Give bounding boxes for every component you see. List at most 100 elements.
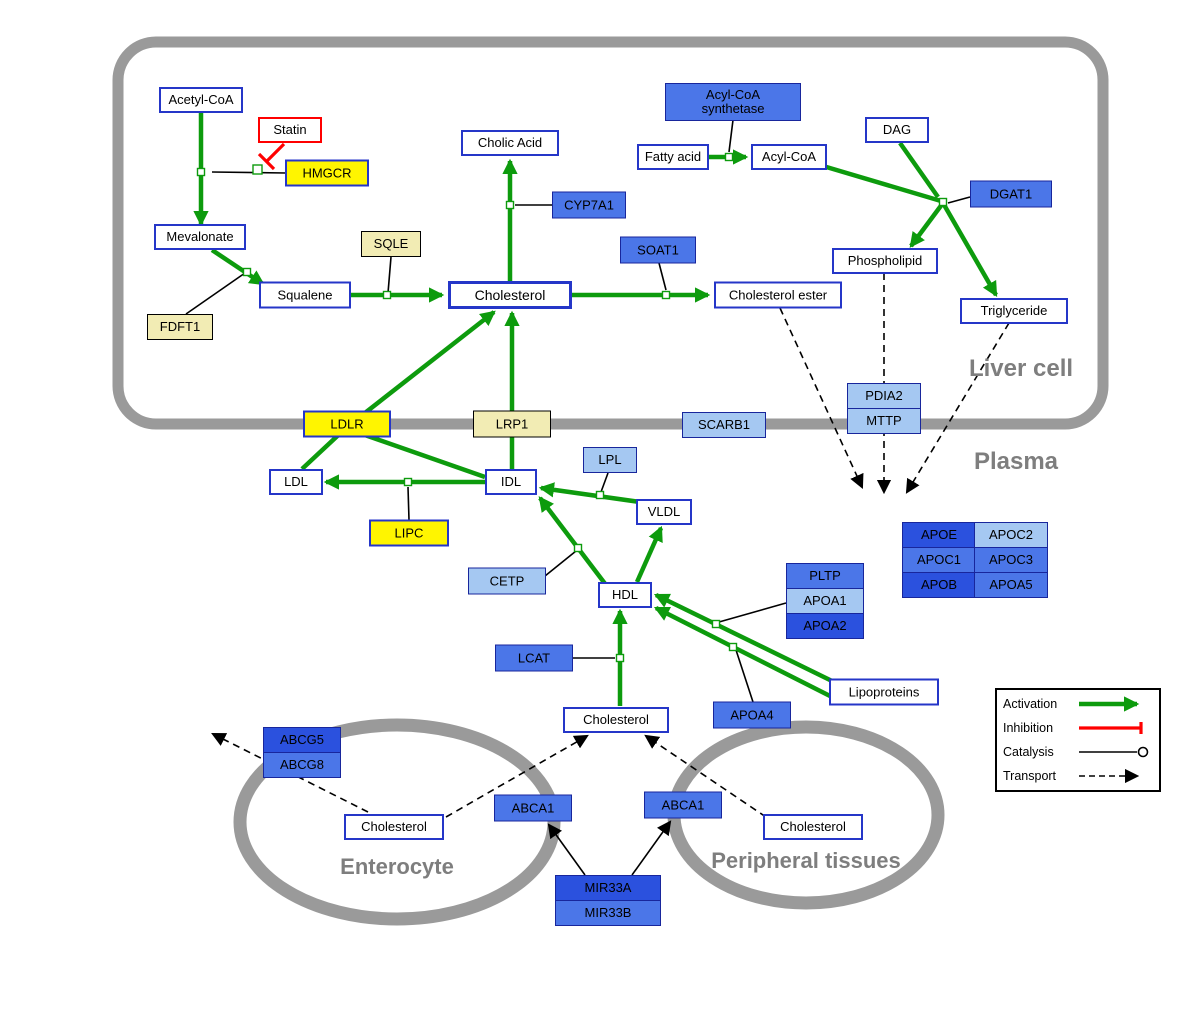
transport-peripheral-plasma [644, 734, 767, 818]
transport-triglyceride-plasma [905, 322, 1010, 494]
node-fdft1[interactable]: FDFT1 [147, 314, 213, 340]
node-mttp[interactable]: MTTP [847, 408, 921, 434]
node-hmgcr[interactable]: HMGCR [285, 159, 369, 187]
legend-inhibition-label: Inhibition [1003, 721, 1054, 735]
node-cholic-acid[interactable]: Cholic Acid [461, 130, 559, 156]
catalysis-sqle [387, 256, 392, 294]
node-mir33a[interactable]: MIR33A [555, 875, 661, 901]
node-apoe[interactable]: APOE [902, 522, 976, 548]
node-lipc[interactable]: LIPC [369, 519, 449, 547]
catalysis-acylcoa-synthetase [728, 119, 734, 153]
edge-lipoproteins-hdl-upper [653, 592, 833, 684]
liver-cell-label: Liver cell [968, 355, 1074, 382]
node-acyl-coa[interactable]: Acyl-CoA [751, 144, 827, 170]
edge-anchors [196, 152, 948, 663]
node-cetp[interactable]: CETP [468, 567, 546, 595]
node-squalene[interactable]: Squalene [259, 281, 351, 309]
inhibition-tbar-icon [1079, 722, 1143, 734]
legend-row-catalysis: Catalysis [997, 740, 1159, 764]
catalysis-circle-icon [1079, 746, 1149, 758]
catalysis-end-marker [252, 164, 263, 175]
node-soat1[interactable]: SOAT1 [620, 236, 696, 264]
node-lpl[interactable]: LPL [583, 447, 637, 473]
catalysis-cetp [544, 550, 577, 577]
node-apob[interactable]: APOB [902, 572, 976, 598]
node-idl[interactable]: IDL [485, 469, 537, 495]
node-dgat1[interactable]: DGAT1 [970, 180, 1052, 208]
node-triglyceride[interactable]: Triglyceride [960, 298, 1068, 324]
peripheral-tissues-label: Peripheral tissues [711, 848, 901, 873]
node-pltp[interactable]: PLTP [786, 563, 864, 589]
node-apoa4[interactable]: APOA4 [713, 701, 791, 729]
transport-ester-plasma [779, 307, 864, 489]
catalysis-apoa1 [718, 602, 787, 623]
edge-junction-triglyceride [941, 201, 998, 297]
edge-hdl-idl [538, 496, 608, 587]
node-phospholipid[interactable]: Phospholipid [832, 248, 938, 274]
inhibition-edges [257, 142, 286, 171]
node-cholesterol-enterocyte[interactable]: Cholesterol [344, 814, 444, 840]
node-mir33b[interactable]: MIR33B [555, 900, 661, 926]
catalysis-lipc [407, 486, 410, 521]
node-statin[interactable]: Statin [258, 117, 322, 143]
transport-enterocyte-plasma [445, 734, 589, 818]
node-acyl-coa-synthetase[interactable]: Acyl-CoA synthetase [665, 83, 801, 121]
catalysis-edges [185, 119, 971, 703]
node-hdl[interactable]: HDL [598, 582, 652, 608]
edge-acylcoa-junction [822, 163, 942, 204]
activation-arrow-icon [1079, 696, 1140, 712]
transport-dashed-arrow-icon [1079, 768, 1140, 784]
node-cholesterol-peripheral[interactable]: Cholesterol [763, 814, 863, 840]
edge-lipoproteins-hdl-lower [653, 605, 834, 700]
edge-junction-phospholipid [909, 201, 945, 248]
regulation-edges [547, 820, 672, 876]
catalysis-fdft1 [185, 272, 246, 315]
edge-dag-junction [898, 141, 940, 199]
edge-hdl-vldl [634, 525, 664, 583]
edge-ldlr-idl [361, 431, 486, 480]
node-acetyl-coa[interactable]: Acetyl-CoA [159, 87, 243, 113]
catalysis-soat1 [658, 262, 667, 291]
edge-mir33-abca1-right [631, 820, 672, 876]
node-apoc1[interactable]: APOC1 [902, 547, 976, 573]
node-abcg5[interactable]: ABCG5 [263, 727, 341, 753]
catalysis-apoa4 [735, 649, 754, 703]
node-sqle[interactable]: SQLE [361, 231, 421, 257]
catalysis-hmgcr [211, 171, 287, 174]
node-vldl[interactable]: VLDL [636, 499, 692, 525]
plasma-label: Plasma [973, 448, 1059, 475]
node-ldl[interactable]: LDL [269, 469, 323, 495]
edge-mevalonate-squalene [210, 248, 265, 286]
node-fatty-acid[interactable]: Fatty acid [637, 144, 709, 170]
node-dag[interactable]: DAG [865, 117, 929, 143]
node-pdia2[interactable]: PDIA2 [847, 383, 921, 409]
legend-row-inhibition: Inhibition [997, 716, 1159, 740]
legend-transport-label: Transport [1003, 769, 1057, 783]
node-ldlr[interactable]: LDLR [303, 410, 391, 438]
node-cyp7a1[interactable]: CYP7A1 [552, 191, 626, 219]
node-apoa2[interactable]: APOA2 [786, 613, 864, 639]
node-apoa1[interactable]: APOA1 [786, 588, 864, 614]
node-mevalonate[interactable]: Mevalonate [154, 224, 246, 250]
enterocyte-membrane [233, 718, 561, 926]
node-cholesterol-ester[interactable]: Cholesterol ester [714, 281, 842, 309]
legend-catalysis-label: Catalysis [1003, 745, 1054, 759]
activation-edges [193, 113, 998, 706]
node-apoc2[interactable]: APOC2 [974, 522, 1048, 548]
node-lcat[interactable]: LCAT [495, 644, 573, 672]
edge-mir33-abca1-left [547, 823, 586, 876]
node-cholesterol-liver[interactable]: Cholesterol [448, 281, 572, 309]
node-abca1-enterocyte[interactable]: ABCA1 [494, 794, 572, 822]
liver-cell-membrane [112, 36, 1109, 430]
inhibition-statin-line [265, 142, 286, 163]
node-abcg8[interactable]: ABCG8 [263, 752, 341, 778]
node-lrp1[interactable]: LRP1 [473, 410, 551, 438]
node-lipoproteins[interactable]: Lipoproteins [829, 678, 939, 706]
node-cholesterol-plasma[interactable]: Cholesterol [563, 707, 669, 733]
node-abca1-peripheral[interactable]: ABCA1 [644, 791, 722, 819]
node-scarb1[interactable]: SCARB1 [682, 412, 766, 438]
node-apoa5[interactable]: APOA5 [974, 572, 1048, 598]
node-apoc3[interactable]: APOC3 [974, 547, 1048, 573]
legend-row-transport: Transport [997, 764, 1159, 788]
edge-vldl-idl [538, 482, 641, 505]
